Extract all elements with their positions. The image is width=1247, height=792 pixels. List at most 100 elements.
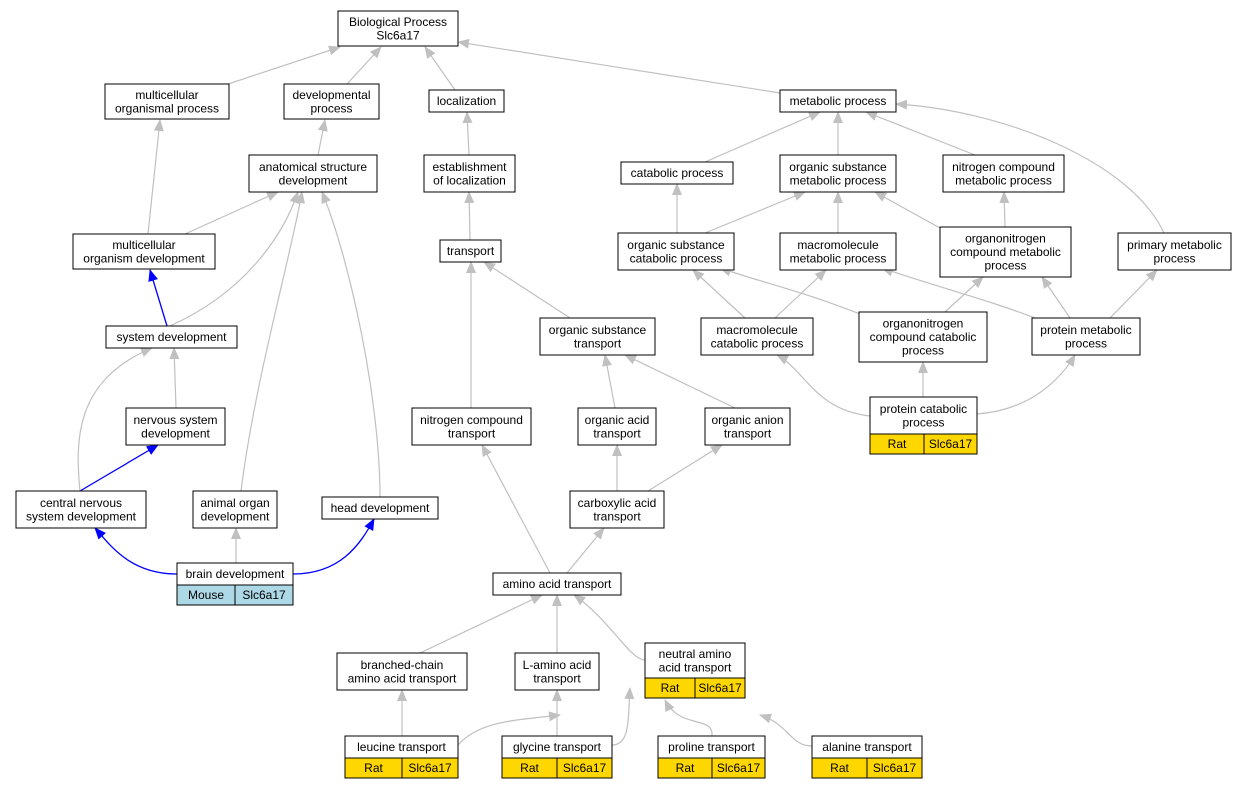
node-label: Biological Process [349,15,447,29]
edge-branched_trans-to-aa_trans [419,594,543,654]
node-transport[interactable]: transport [439,239,502,263]
node-label: organism development [83,251,205,265]
node-label: brain development [186,567,285,581]
node-label: system development [26,509,137,523]
node-label: proline transport [668,740,755,754]
node-label: developmental [292,88,370,102]
node-label: Slc6a17 [376,28,420,42]
edge-neutral_trans-to-aa_trans [573,594,646,661]
edge-org_anion_trans-to-org_sub_trans [624,354,736,409]
annotation-species: Rat [661,681,680,695]
node-head_dev[interactable]: head development [321,496,439,520]
node-label: transport [448,426,496,440]
node-label: transport [593,509,641,523]
edge-system_dev-to-anat_dev [169,191,300,327]
node-label: organonitrogen [965,232,1046,246]
node-box [644,642,746,679]
node-label: amino acid transport [503,577,612,591]
edge-multi_org_dev-to-anat_dev [184,191,279,235]
node-system_dev[interactable]: system development [105,325,238,349]
node-label: macromolecule [797,238,879,252]
node-catabolic[interactable]: catabolic process [620,161,734,185]
node-metabolic[interactable]: metabolic process [779,89,897,113]
node-label: process [1153,251,1195,265]
node-label: compound catabolic [870,330,977,344]
annotation-gene: Slc6a17 [242,588,286,602]
node-label: neutral amino [659,647,732,661]
node-label: metabolic process [955,173,1052,187]
node-label: organic substance [627,238,725,252]
node-label: metabolic process [790,251,887,265]
node-label: branched-chain [361,658,444,672]
node-box [1031,317,1141,356]
node-label: process [310,101,352,115]
annotation-gene-cell [711,757,766,779]
node-label: head development [331,501,430,515]
node-label: metabolic process [790,173,887,187]
node-box [104,83,230,120]
edge-org_sub_trans-to-transport [483,261,571,319]
node-localization[interactable]: localization [428,89,505,113]
node-box [439,239,502,263]
node-label: nitrogen compound [952,160,1055,174]
node-box [105,325,238,349]
node-label: process [902,344,944,358]
node-label: transport [447,244,495,258]
node-box [337,10,459,47]
node-label: carboxylic acid [578,496,657,510]
edge-protein_met-to-macro_met [881,266,1041,321]
node-box [423,154,516,193]
node-aa_trans[interactable]: amino acid transport [492,572,622,596]
edge-aa_trans-to-carbox_trans [566,527,605,574]
edge-aa_trans-to-nitro_trans [481,444,551,574]
edge-animal_organ_dev-to-anat_dev [240,191,306,492]
annotation-species: Rat [520,761,539,775]
node-label: leucine transport [357,740,446,754]
node-label: organic anion [711,413,783,427]
node-box [125,407,226,446]
node-label: macromolecule [716,323,798,337]
annotation-species: Mouse [188,588,224,602]
node-label: localization [437,94,496,108]
node-label: process [1065,336,1107,350]
edge-nitro_met-to-metabolic [865,111,976,156]
node-box [1117,232,1232,271]
node-box [569,490,665,529]
annotation-gene-cell [694,677,746,699]
node-label: acid transport [659,660,732,674]
edge-glycine_trans-to-neutral_trans [611,687,635,746]
node-label: glycine transport [513,740,602,754]
